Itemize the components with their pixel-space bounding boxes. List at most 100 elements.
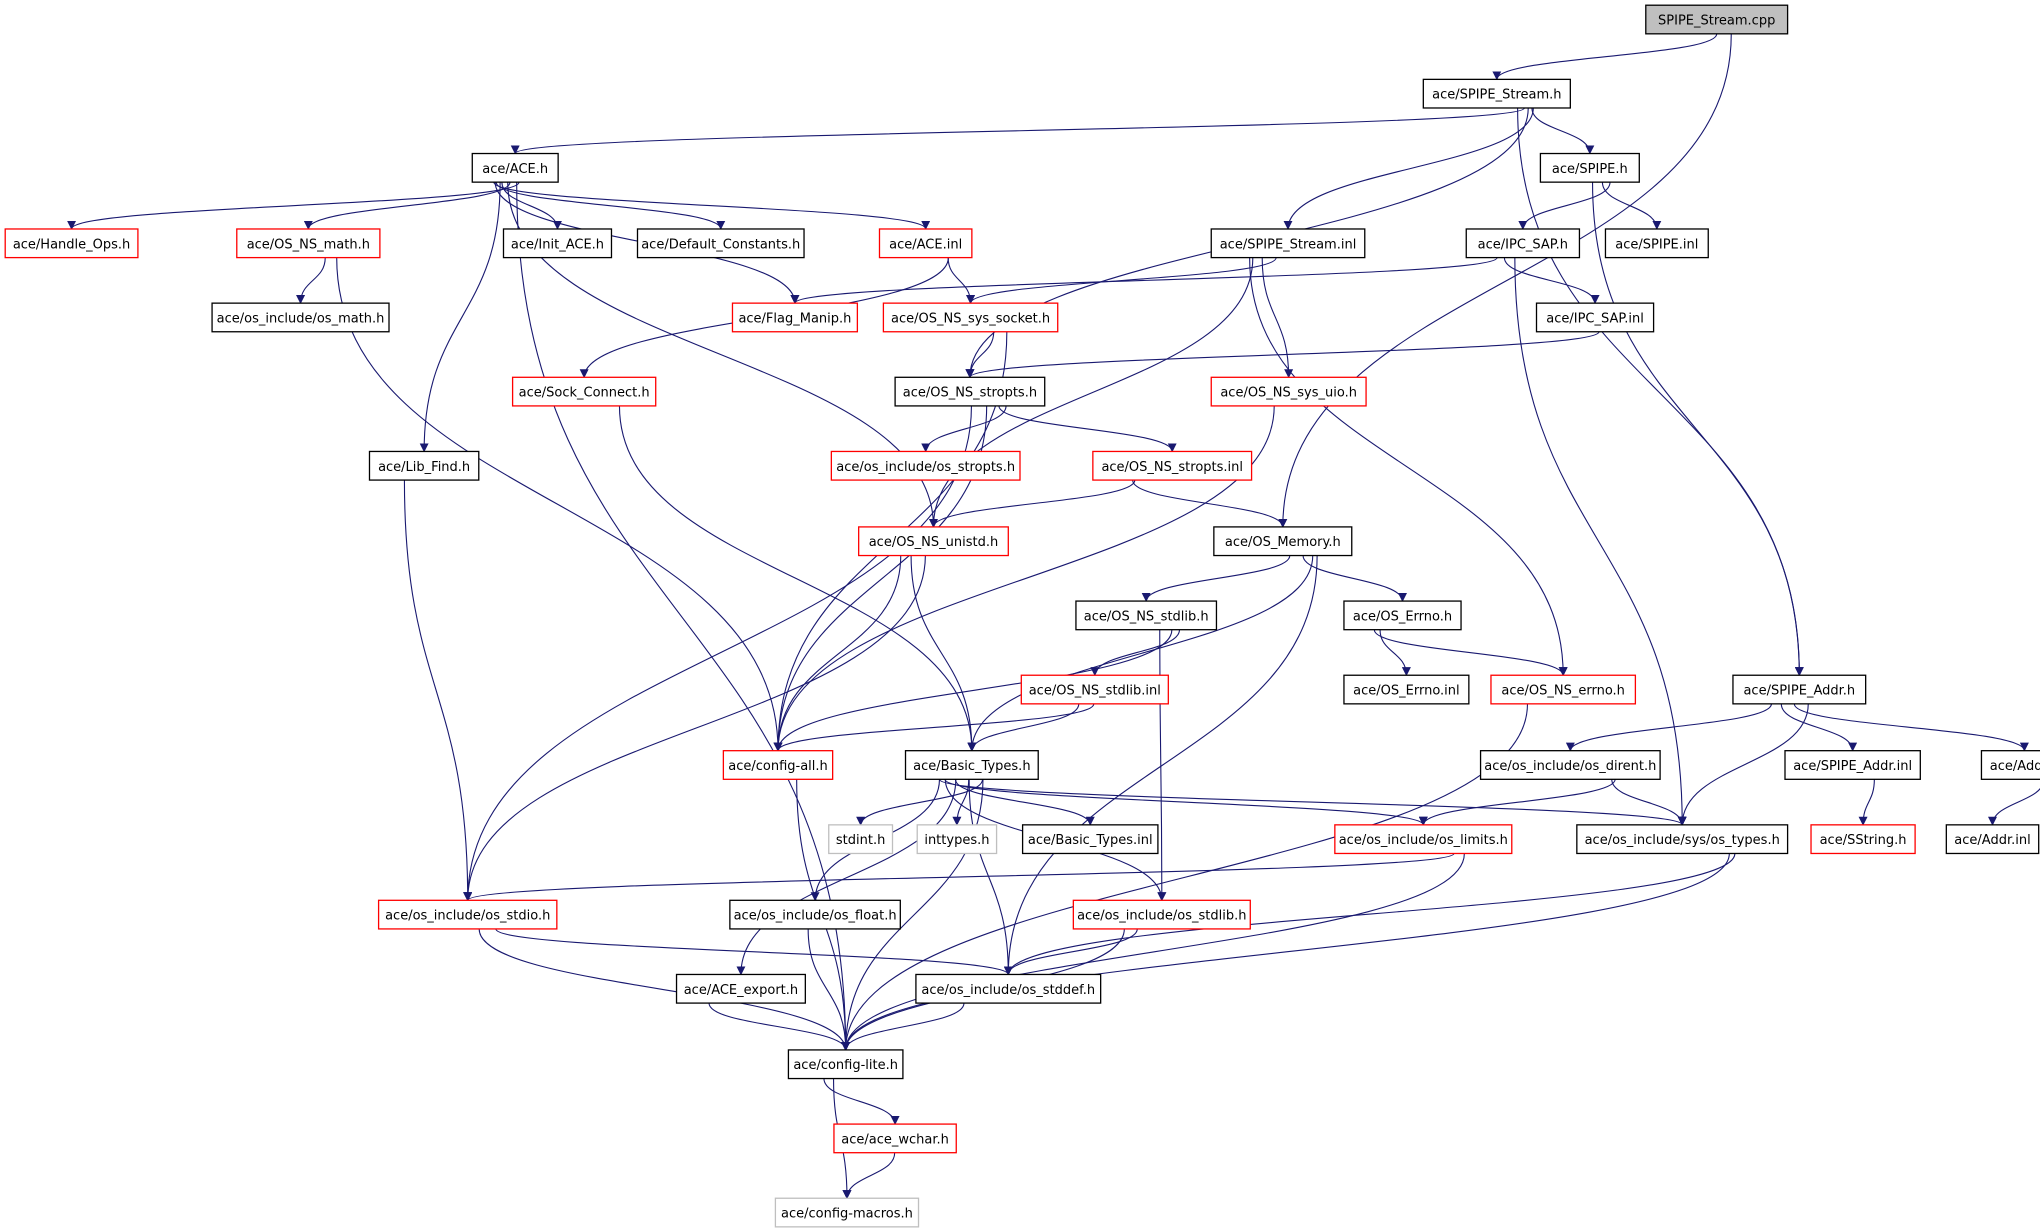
node-os-include-sys-os-types-h[interactable]: ace/os_include/sys/os_types.h: [1576, 824, 1789, 855]
node-box: [729, 899, 901, 930]
node-label: ace/SPIPE_Stream.h: [1432, 88, 1561, 103]
node-box: [833, 1123, 957, 1154]
node-lib-find-h[interactable]: ace/Lib_Find.h: [368, 450, 480, 481]
node-os-ns-sys-socket-h[interactable]: ace/OS_NS_sys_socket.h: [882, 302, 1059, 333]
edge-spipe-h-to-spipe-inl: [1601, 182, 1662, 230]
node-label: ace/os_include/os_stddef.h: [921, 983, 1095, 998]
node-label: ace/OS_NS_sys_socket.h: [891, 311, 1050, 326]
node-label: ace/Handle_Ops.h: [13, 237, 130, 252]
node-os-ns-math-h[interactable]: ace/OS_NS_math.h: [236, 228, 381, 259]
node-label: stdint.h: [836, 833, 885, 848]
edge-ace-h-to-default-constants-h: [495, 181, 726, 230]
node-box: [1334, 824, 1513, 855]
node-os-include-os-dirent-h[interactable]: ace/os_include/os_dirent.h: [1479, 750, 1661, 780]
node-ace-wchar-h[interactable]: ace/ace_wchar.h: [833, 1123, 957, 1154]
node-label: ace/config-lite.h: [793, 1058, 898, 1073]
node-spipe-stream-cpp[interactable]: SPIPE_Stream.cpp: [1645, 4, 1789, 35]
edge-spipe-addr-h-to-os-include-sys-os-types-h: [1677, 703, 1809, 826]
node-handle-ops-h[interactable]: ace/Handle_Ops.h: [4, 228, 139, 259]
node-box: [904, 750, 1039, 780]
node-box: [1784, 750, 1921, 780]
edge-ace-h-to-handle-ops-h: [67, 181, 520, 230]
node-ipc-sap-inl[interactable]: ace/IPC_SAP.inl: [1535, 302, 1655, 333]
node-os-include-os-limits-h[interactable]: ace/os_include/os_limits.h: [1334, 824, 1513, 855]
edge-basic-types-h-to-ace-export-h: [736, 779, 957, 976]
node-os-include-os-stdio-h[interactable]: ace/os_include/os_stdio.h: [377, 899, 558, 930]
node-inttypes-h[interactable]: inttypes.h: [916, 824, 998, 855]
node-label: ace/SPIPE_Addr.h: [1743, 684, 1855, 699]
node-os-include-os-stropts-h[interactable]: ace/os_include/os_stropts.h: [830, 450, 1021, 481]
node-box: [1604, 228, 1709, 259]
edge-os-include-os-stdio-h-to-config-lite-h: [478, 928, 851, 1051]
node-box: [502, 228, 613, 259]
node-stdint-h[interactable]: stdint.h: [828, 824, 894, 855]
node-label: ace/config-all.h: [728, 759, 828, 774]
node-ipc-sap-h[interactable]: ace/IPC_SAP.h: [1465, 228, 1581, 259]
node-box: [787, 1049, 904, 1080]
node-spipe-stream-inl[interactable]: ace/SPIPE_Stream.inl: [1210, 228, 1366, 259]
node-sstring-h[interactable]: ace/SString.h: [1810, 824, 1916, 855]
node-init-ace-h[interactable]: ace/Init_ACE.h: [502, 228, 613, 259]
node-spipe-stream-h[interactable]: ace/SPIPE_Stream.h: [1422, 78, 1571, 109]
node-os-errno-inl[interactable]: ace/OS_Errno.inl: [1343, 674, 1470, 705]
node-os-ns-unistd-h[interactable]: ace/OS_NS_unistd.h: [858, 526, 1009, 557]
edge-os-include-sys-os-types-h-to-os-include-os-stddef-h: [1003, 853, 1736, 976]
edge-lib-find-h-to-os-include-os-stdio-h: [403, 480, 473, 902]
node-config-lite-h[interactable]: ace/config-lite.h: [787, 1049, 904, 1080]
edge-ace-wchar-h-to-config-macros-h: [842, 1152, 896, 1200]
node-sock-connect-h[interactable]: ace/Sock_Connect.h: [511, 376, 657, 407]
edge-basic-types-h-to-basic-types-inl: [954, 779, 1095, 826]
node-label: ace/os_include/os_float.h: [734, 909, 897, 924]
node-os-ns-sys-uio-h[interactable]: ace/OS_NS_sys_uio.h: [1210, 376, 1367, 407]
edge-basic-types-h-to-stdint-h: [856, 779, 984, 826]
node-spipe-addr-h[interactable]: ace/SPIPE_Addr.h: [1732, 674, 1867, 705]
node-ace-inl[interactable]: ace/ACE.inl: [878, 228, 973, 259]
node-box: [894, 376, 1046, 407]
node-addr-inl[interactable]: ace/Addr.inl: [1945, 824, 2040, 855]
edge-os-include-os-limits-h-to-os-include-os-stdio-h: [463, 852, 1455, 902]
node-spipe-h[interactable]: ace/SPIPE.h: [1539, 152, 1640, 183]
node-label: ace/OS_Errno.h: [1353, 609, 1452, 624]
edge-config-lite-h-to-ace-wchar-h: [823, 1078, 900, 1125]
edge-basic-types-h-to-inttypes-h: [952, 779, 970, 826]
edge-ace-h-to-lib-find-h: [419, 182, 501, 453]
node-basic-types-h[interactable]: ace/Basic_Types.h: [904, 750, 1039, 780]
node-box: [828, 824, 894, 855]
node-os-ns-errno-h[interactable]: ace/OS_NS_errno.h: [1490, 674, 1637, 705]
edge-spipe-stream-h-to-ace-h: [511, 107, 1525, 155]
node-box: [1213, 526, 1353, 557]
node-box: [915, 973, 1102, 1004]
node-os-memory-h[interactable]: ace/OS_Memory.h: [1213, 526, 1353, 557]
node-spipe-inl[interactable]: ace/SPIPE.inl: [1604, 228, 1709, 259]
node-os-ns-stdlib-inl[interactable]: ace/OS_NS_stdlib.inl: [1020, 674, 1169, 705]
node-ace-export-h[interactable]: ace/ACE_export.h: [675, 973, 806, 1004]
node-spipe-addr-inl[interactable]: ace/SPIPE_Addr.inl: [1784, 750, 1921, 780]
node-box: [675, 973, 806, 1004]
node-default-constants-h[interactable]: ace/Default_Constants.h: [636, 228, 805, 259]
node-os-include-os-math-h[interactable]: ace/os_include/os_math.h: [211, 302, 390, 333]
edge-os-ns-stdlib-inl-to-config-all-h: [773, 703, 1095, 752]
node-os-ns-stropts-h[interactable]: ace/OS_NS_stropts.h: [894, 376, 1046, 407]
edge-os-ns-stropts-inl-to-os-ns-unistd-h: [929, 479, 1136, 528]
node-addr-h[interactable]: ace/Addr.h: [1980, 750, 2040, 780]
node-basic-types-inl[interactable]: ace/Basic_Types.inl: [1021, 824, 1159, 855]
node-os-include-os-stdlib-h[interactable]: ace/os_include/os_stdlib.h: [1072, 899, 1251, 930]
node-os-include-os-float-h[interactable]: ace/os_include/os_float.h: [729, 899, 901, 930]
node-os-ns-stropts-inl[interactable]: ace/OS_NS_stropts.inl: [1092, 450, 1253, 481]
nodes-layer: SPIPE_Stream.cpp ace/SPIPE_Stream.h ace/AC…: [4, 4, 2040, 1228]
node-os-include-os-stddef-h[interactable]: ace/os_include/os_stddef.h: [915, 973, 1102, 1004]
edge-spipe-stream-inl-to-os-ns-sys-socket-h: [966, 257, 1277, 305]
node-os-ns-stdlib-h[interactable]: ace/OS_NS_stdlib.h: [1075, 600, 1218, 631]
edge-spipe-addr-inl-to-sstring-h: [1858, 779, 1875, 826]
node-ace-h[interactable]: ace/ACE.h: [471, 152, 559, 183]
node-box: [377, 899, 558, 930]
edge-os-ns-stdlib-h-to-os-include-os-stdlib-h: [1157, 629, 1167, 902]
edge-ace-export-h-to-config-lite-h: [708, 1002, 851, 1051]
node-config-macros-h[interactable]: ace/config-macros.h: [774, 1197, 920, 1228]
edge-os-memory-h-to-os-include-os-stddef-h: [1003, 555, 1318, 976]
node-config-all-h[interactable]: ace/config-all.h: [722, 750, 834, 780]
node-flag-manip-h[interactable]: ace/Flag_Manip.h: [731, 302, 859, 333]
node-label: ace/SPIPE_Stream.inl: [1220, 237, 1357, 252]
edge-os-include-os-limits-h-to-config-lite-h: [841, 853, 1465, 1051]
node-os-errno-h[interactable]: ace/OS_Errno.h: [1343, 600, 1462, 631]
